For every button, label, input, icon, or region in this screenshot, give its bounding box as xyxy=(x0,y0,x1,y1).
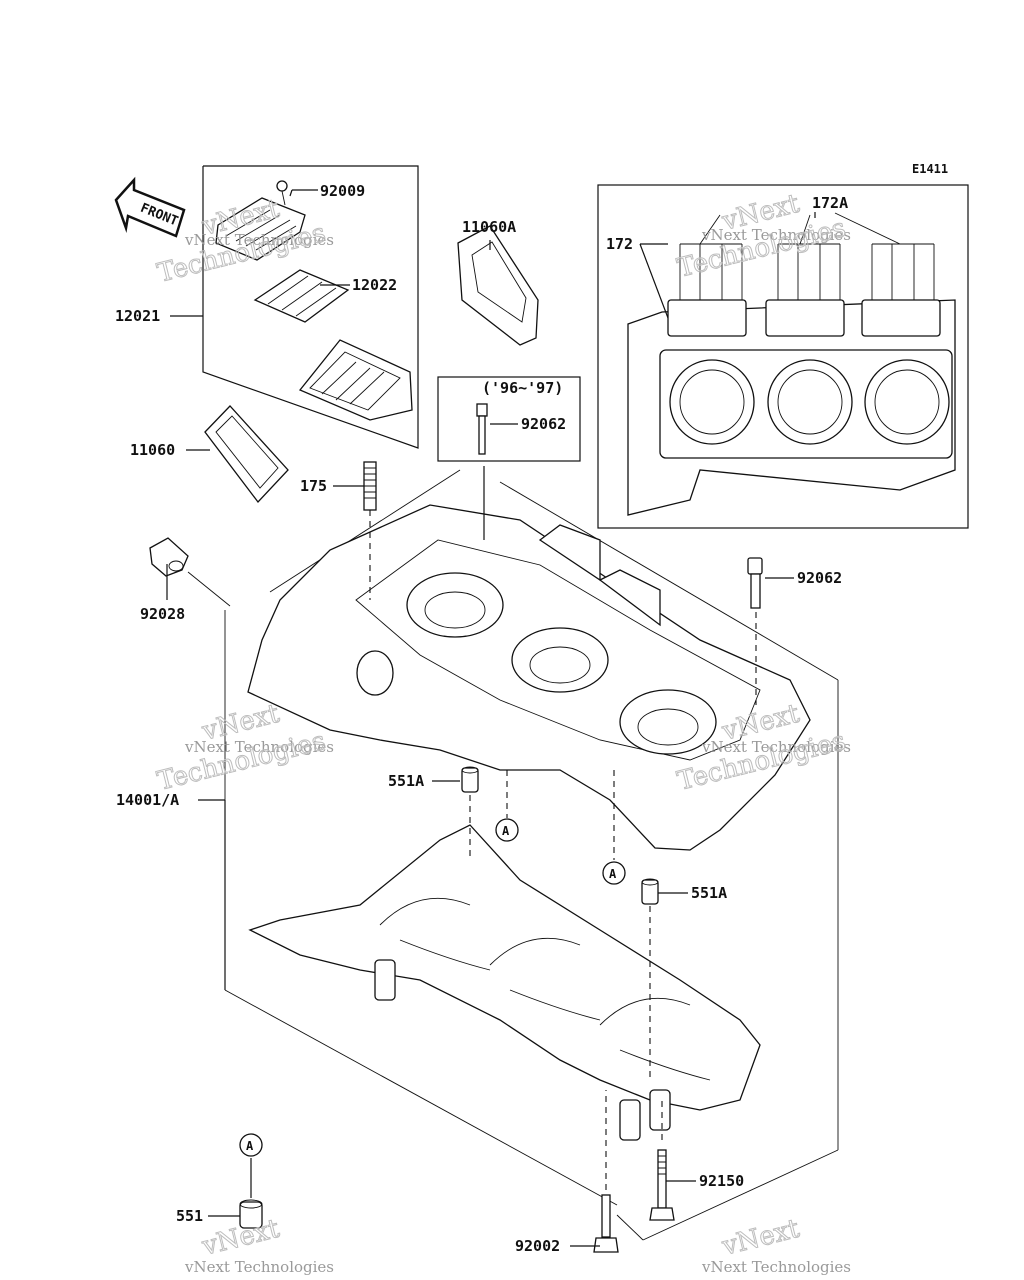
svg-text:vNext Technologies: vNext Technologies xyxy=(184,231,334,249)
dowel-551A-right xyxy=(641,878,659,1080)
callout-551: 551 xyxy=(176,1207,203,1225)
svg-text:vNext Technologies: vNext Technologies xyxy=(701,226,851,244)
year-box: ('96~'97) xyxy=(437,376,581,462)
callout-92062: 92062 xyxy=(797,569,842,587)
reed-stopper-plate xyxy=(215,197,306,261)
watermark-bottom-left: vNext vNext Technologies xyxy=(184,1213,334,1276)
callout-14001A: 14001/A xyxy=(116,791,179,809)
dowel-551A-left xyxy=(461,766,479,860)
gasket-11060 xyxy=(204,405,289,504)
reed-valve-box xyxy=(202,165,419,449)
callout-551A-right: 551A xyxy=(691,884,727,902)
svg-text:A: A xyxy=(246,1139,254,1153)
svg-text:vNext Technologies: vNext Technologies xyxy=(184,1258,334,1276)
cylinder-inset xyxy=(597,184,969,529)
crankcase-box xyxy=(224,469,839,1241)
bolt-92002 xyxy=(593,1090,619,1253)
callout-172A: 172A xyxy=(812,194,848,212)
callout-172: 172 xyxy=(606,235,633,253)
bolt-92150 xyxy=(649,1100,675,1221)
upper-crankcase xyxy=(247,504,811,851)
callout-175: 175 xyxy=(300,477,327,495)
marker-a-2: A xyxy=(602,861,626,885)
bolt-92062 xyxy=(747,557,763,705)
reed-petals xyxy=(253,269,350,323)
year-note: ('96~'97) xyxy=(482,379,563,397)
watermark-mid-right: vNext vNext Technologies Technologies xyxy=(674,698,851,797)
plug-92028 xyxy=(149,537,231,607)
callout-92028: 92028 xyxy=(140,605,185,623)
svg-text:vNext Technologies: vNext Technologies xyxy=(701,738,851,756)
svg-text:vNext Technologies: vNext Technologies xyxy=(701,1258,851,1276)
marker-a-1: A xyxy=(495,818,519,842)
screw-92009 xyxy=(276,180,288,206)
callout-92009: 92009 xyxy=(320,182,365,200)
svg-text:A: A xyxy=(609,867,617,881)
diagram-code: E1411 xyxy=(912,162,948,176)
svg-text:A: A xyxy=(502,824,510,838)
callout-11060A: 11060A xyxy=(462,218,516,236)
callout-12021: 12021 xyxy=(115,307,160,325)
svg-text:vNext Technologies: vNext Technologies xyxy=(184,738,334,756)
callout-92062-top: 92062 xyxy=(521,415,566,433)
svg-text:vNext: vNext xyxy=(718,1214,802,1262)
callout-11060: 11060 xyxy=(130,441,175,459)
front-arrow-icon: FRONT xyxy=(114,176,186,238)
callout-551A-left: 551A xyxy=(388,772,424,790)
dowel-551 xyxy=(239,1199,263,1229)
lower-crankcase xyxy=(248,824,761,1141)
watermark-bottom-right: vNext vNext Technologies xyxy=(701,1213,851,1276)
reed-valve-block xyxy=(298,339,413,421)
callout-12022: 12022 xyxy=(352,276,397,294)
gasket-11060A xyxy=(457,225,539,346)
head-stud-blocks xyxy=(667,299,941,337)
callout-92150: 92150 xyxy=(699,1172,744,1190)
callout-92002: 92002 xyxy=(515,1237,560,1255)
marker-a-3: A xyxy=(239,1133,263,1157)
